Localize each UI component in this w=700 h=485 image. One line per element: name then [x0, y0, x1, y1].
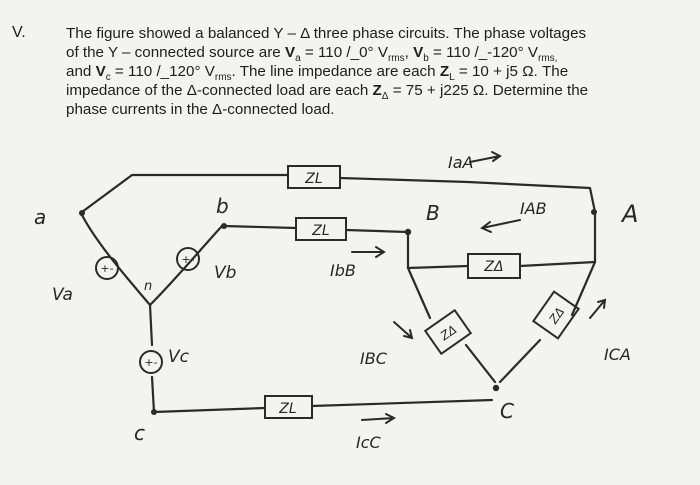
label-node-B: B [426, 201, 440, 225]
source-vc-icon [139, 350, 163, 374]
zd-ab-box [467, 253, 521, 279]
wire-n-c [148, 303, 156, 414]
wire-bottom-line [152, 398, 494, 414]
label-i-aa: IaA [448, 153, 473, 172]
label-node-c: c [134, 421, 145, 445]
node-a-dot [79, 210, 85, 216]
label-node-b: b [216, 194, 229, 218]
arrow-iaa-icon [469, 151, 502, 163]
label-i-cc: IcC [356, 433, 382, 452]
wire-a-n [80, 213, 152, 307]
label-i-ab: IAB [520, 199, 547, 218]
label-zl-bottom: ZL [278, 401, 296, 417]
question-number: V. [12, 24, 26, 41]
node-A-dot [591, 209, 597, 215]
label-node-a: a [34, 205, 46, 229]
zd-ca-box [531, 290, 581, 340]
label-zl-top: ZL [304, 171, 322, 187]
label-va: Va [52, 285, 73, 305]
arrow-iab-icon [480, 219, 521, 233]
wire-delta-ca [498, 260, 597, 384]
node-B-dot [404, 228, 412, 236]
arrow-icc-icon [361, 413, 397, 424]
label-zl-mid: ZL [311, 223, 329, 239]
svg-text:+-: +- [181, 253, 194, 266]
svg-text:+-: +- [144, 356, 157, 369]
label-i-bb: IbB [330, 261, 356, 280]
node-c-dot [151, 409, 157, 415]
label-i-ca: ICA [604, 345, 631, 364]
label-vc: Vc [168, 347, 190, 367]
zd-bc-box [423, 308, 473, 356]
arrow-ibc-icon [393, 321, 414, 340]
label-node-n: n [144, 279, 152, 294]
source-va-icon [95, 256, 119, 280]
wire-delta-bc [406, 266, 497, 384]
label-node-C: C [500, 399, 514, 423]
line-1: The figure showed a balanced Y – Δ three… [66, 25, 587, 42]
svg-text:+-: +- [100, 262, 113, 275]
zl-bottom-box [264, 395, 313, 419]
zl-mid-box [295, 217, 347, 241]
node-b-dot [221, 223, 227, 229]
zl-top-box [287, 165, 341, 189]
label-i-bc: IBC [360, 349, 388, 368]
wire-mid-line [222, 224, 410, 234]
label-node-A: A [620, 200, 638, 228]
label-vb: Vb [214, 263, 236, 283]
node-C-dot [492, 384, 500, 392]
label-zd-bc: ZΔ [437, 322, 459, 343]
label-zd-ab: ZΔ [483, 259, 503, 275]
problem-statement: The figure showed a balanced Y – Δ three… [66, 25, 589, 118]
wire-b-n [148, 224, 224, 307]
source-vb-icon [176, 247, 200, 271]
wire-top-line [80, 173, 597, 214]
arrow-ica-icon [589, 298, 607, 319]
arrow-ibb-icon [351, 246, 386, 258]
label-zd-ca: ZΔ [546, 305, 567, 327]
